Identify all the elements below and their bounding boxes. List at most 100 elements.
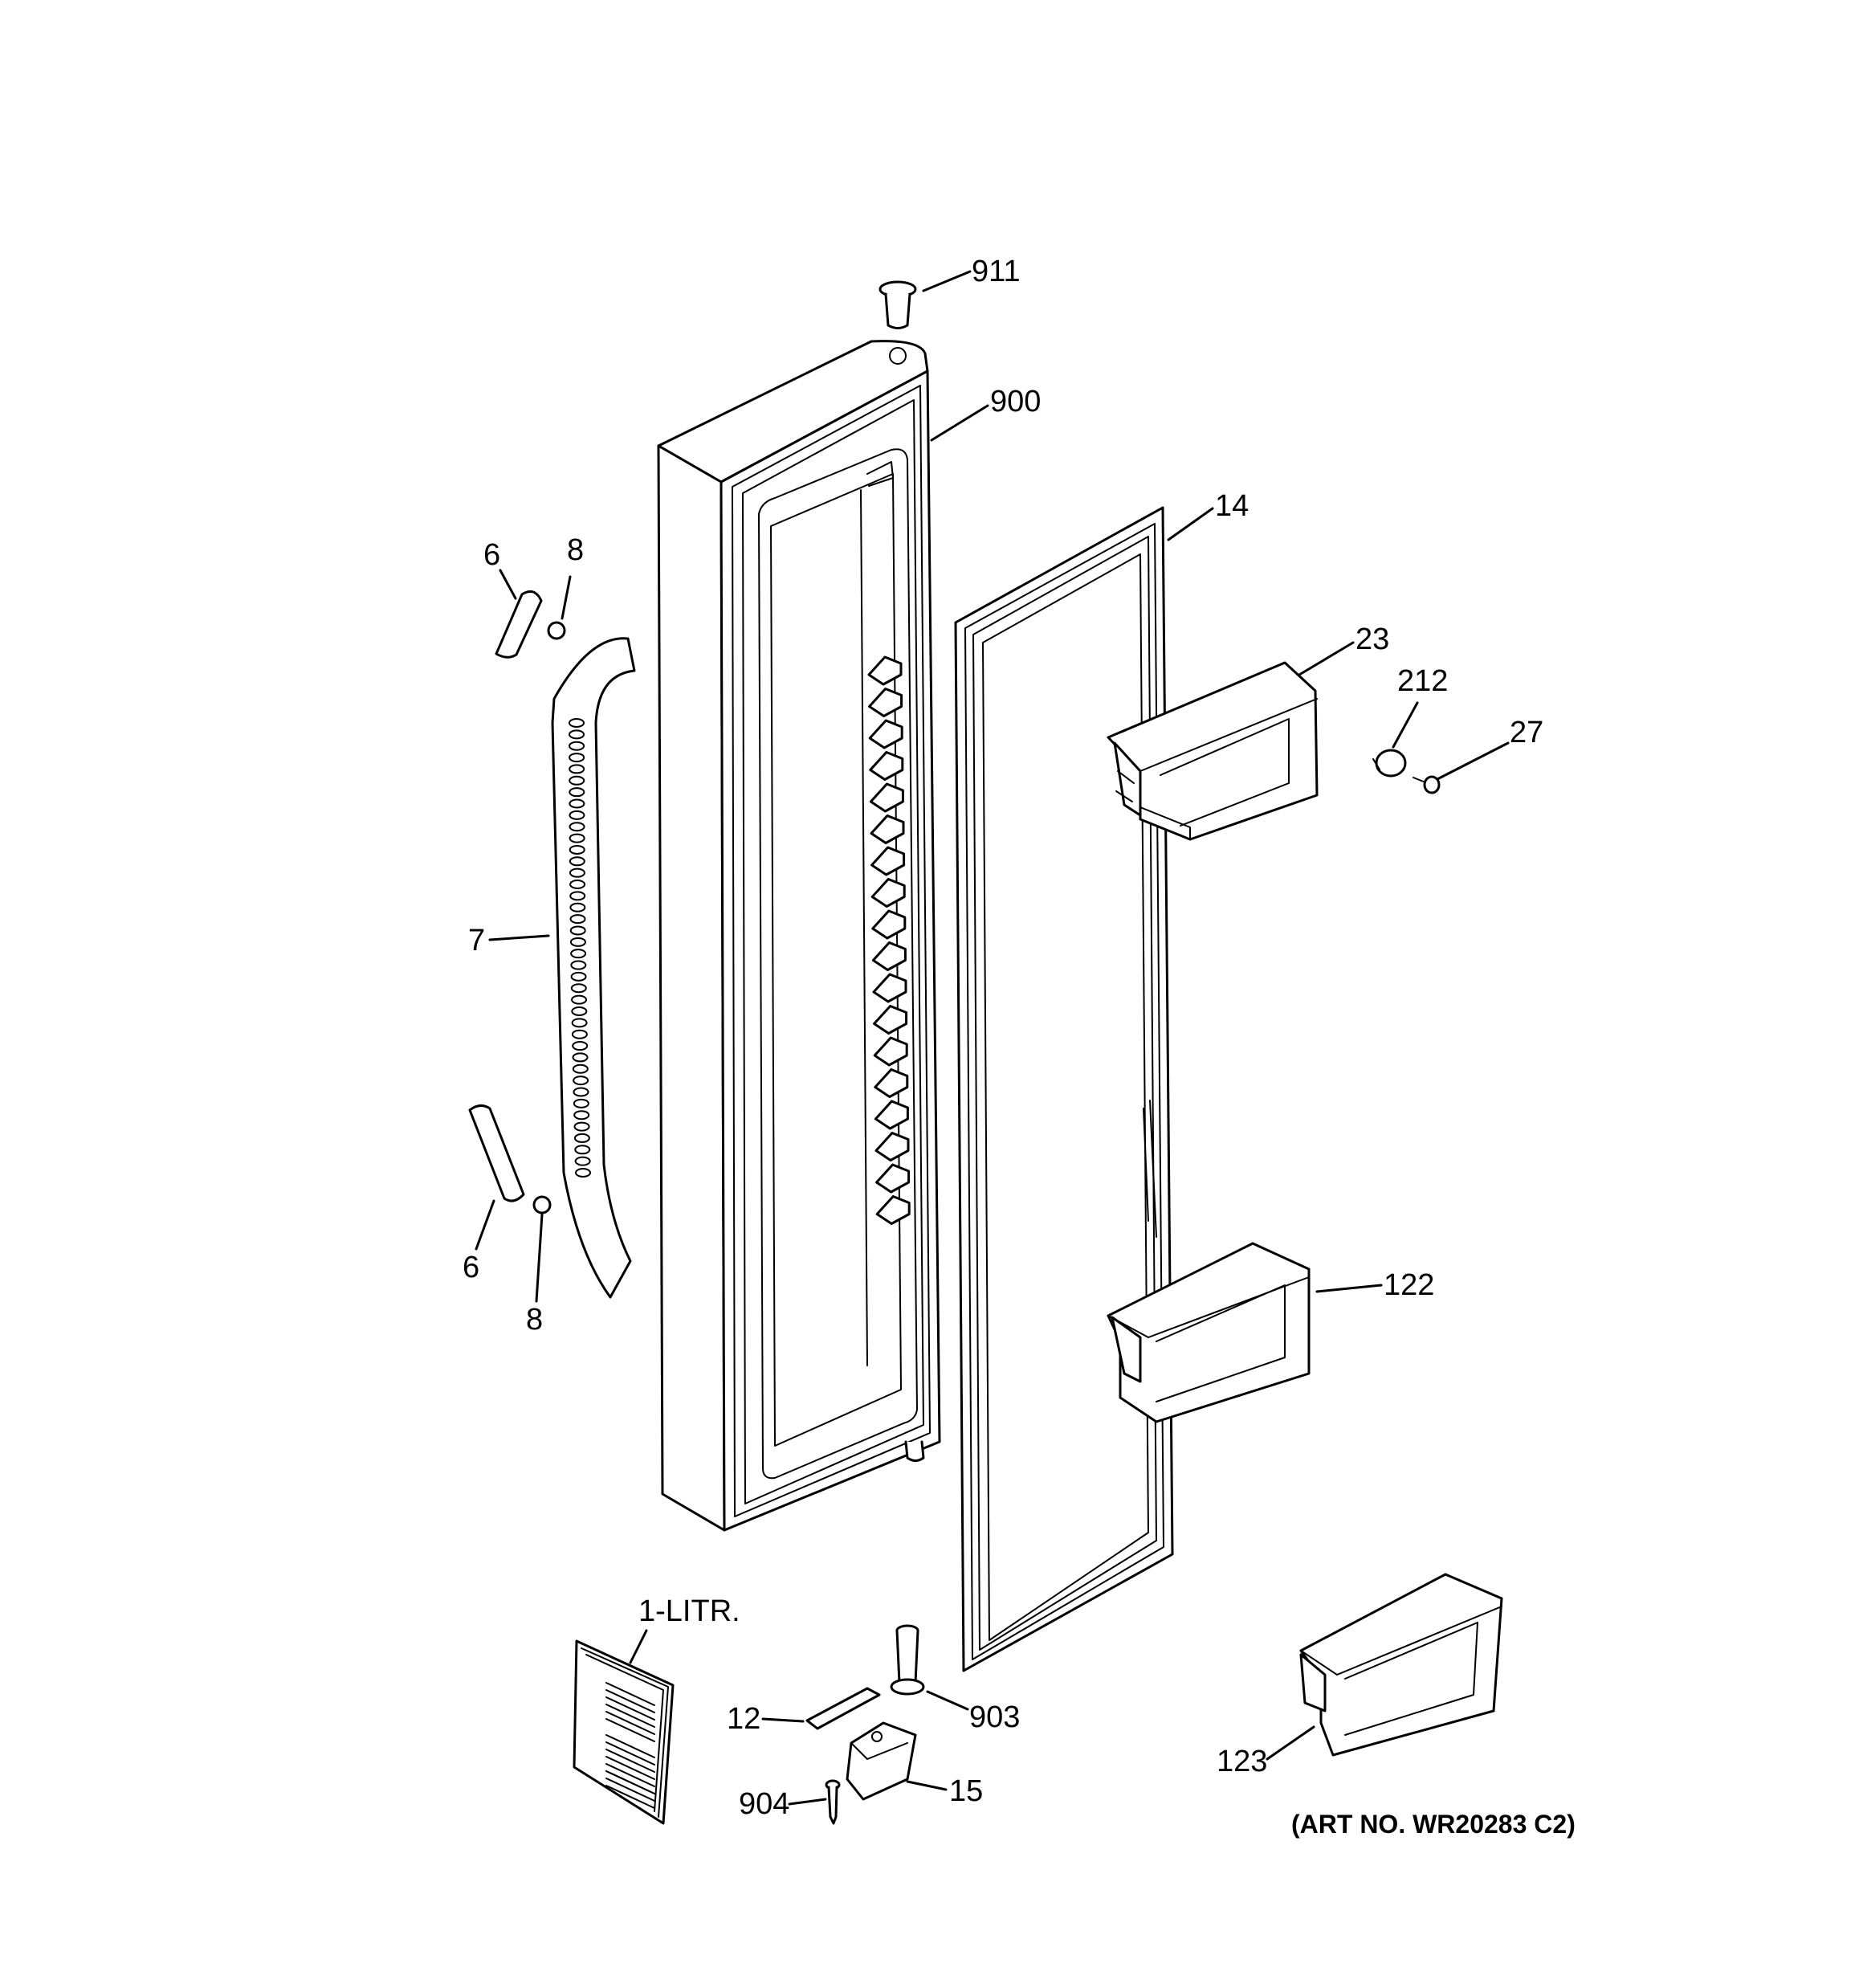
callout-911: 911 (972, 255, 1021, 288)
grip-bump (569, 833, 585, 843)
part-123-lower-bin (1299, 1573, 1503, 1757)
part-6-top-endcap (495, 590, 543, 659)
manual-text-lines (605, 1682, 655, 1809)
bin-support-hook (871, 941, 907, 971)
grip-bump (569, 867, 585, 878)
bin-support-hook (874, 1068, 909, 1098)
grip-bump (569, 891, 586, 901)
part-1-litr-manual (573, 1639, 675, 1825)
callout-23: 23 (1355, 623, 1389, 656)
text-line (605, 1711, 655, 1735)
part-12-shim (805, 1687, 881, 1730)
text-line (605, 1682, 655, 1706)
bin-support-hook (869, 782, 904, 813)
grip-bump (569, 753, 585, 763)
part-7-handle (551, 637, 636, 1299)
grip-bump (572, 1063, 589, 1074)
part-911-bushing (879, 280, 917, 329)
grip-bump (571, 1029, 588, 1039)
grip-bump (569, 844, 585, 855)
callout-1-litr: 1-LITR. (638, 1594, 740, 1628)
part-904-screw (825, 1779, 841, 1825)
bin-support-hook (870, 846, 906, 876)
grip-bump (569, 741, 585, 751)
bin-support-hook (870, 814, 905, 844)
callout-900: 900 (990, 385, 1041, 418)
grip-bump (569, 775, 585, 786)
grip-bump (569, 822, 585, 832)
grip-bump (569, 798, 585, 809)
bin-support-hook (874, 1100, 909, 1130)
callout-6-top: 6 (483, 538, 500, 572)
callout-122: 122 (1384, 1268, 1434, 1302)
part-27-screw (1413, 775, 1441, 794)
callout-27: 27 (1510, 716, 1543, 749)
part-212-cam (1372, 749, 1407, 778)
grip-bump (571, 994, 588, 1005)
bin-support-hook (875, 1163, 911, 1194)
grip-bump (572, 1041, 589, 1051)
callout-labels: 911 900 14 6 8 23 212 27 7 6 8 122 1-LIT… (463, 255, 1576, 1839)
grip-bump (569, 764, 585, 774)
text-line (605, 1763, 655, 1787)
bin-support-hook (873, 1036, 908, 1067)
door-bin-supports (867, 655, 911, 1225)
callout-904: 904 (739, 1787, 789, 1821)
grip-bump (575, 1168, 591, 1178)
part-15-hinge-bracket (846, 1721, 917, 1801)
grip-bump (569, 880, 586, 890)
text-line (605, 1734, 655, 1758)
callout-6-bottom: 6 (463, 1251, 479, 1284)
grip-bump (571, 1006, 588, 1016)
bin-support-hook (873, 1005, 908, 1035)
grip-bump (573, 1087, 589, 1097)
grip-bump (570, 971, 587, 982)
callout-12: 12 (727, 1702, 760, 1736)
grip-bump (569, 937, 586, 947)
grip-bump (573, 1110, 590, 1121)
bin-support-hook (869, 751, 904, 781)
grip-bump (569, 856, 585, 867)
bin-support-hook (868, 688, 903, 717)
grip-bump (573, 1076, 589, 1086)
text-line (605, 1689, 655, 1713)
text-line (605, 1741, 655, 1766)
grip-bump (570, 949, 587, 959)
grip-bump (573, 1121, 590, 1132)
part-122-middle-bin (1107, 1242, 1311, 1423)
grip-bump (569, 729, 585, 740)
grip-bump (573, 1133, 590, 1143)
bin-support-hook (874, 1132, 910, 1161)
grip-bump (569, 810, 585, 820)
part-8-top-nut (547, 621, 566, 640)
part-23-upper-bin (1107, 661, 1319, 841)
part-6-bottom-endcap (468, 1104, 525, 1202)
callout-15: 15 (949, 1774, 983, 1808)
leader-lines (475, 270, 1510, 1806)
grip-bump (569, 787, 585, 798)
grip-bump (570, 983, 587, 994)
bin-support-hook (871, 909, 907, 940)
text-line (605, 1778, 655, 1802)
part-14-gasket (954, 506, 1174, 1672)
callout-14: 14 (1215, 489, 1249, 523)
grip-bump (569, 718, 585, 728)
grip-bump (569, 914, 586, 925)
callout-212: 212 (1397, 664, 1448, 698)
text-line (605, 1718, 655, 1742)
grip-bump (574, 1156, 591, 1166)
grip-bump (569, 902, 586, 912)
callout-8-bottom: 8 (526, 1303, 543, 1337)
callout-903: 903 (969, 1700, 1020, 1734)
grip-bump (574, 1145, 591, 1155)
text-line (605, 1770, 655, 1794)
grip-bump (570, 960, 587, 970)
text-line (605, 1749, 655, 1773)
callout-8-top: 8 (567, 533, 584, 567)
bin-support-hook (868, 719, 903, 749)
bin-support-hook (872, 973, 907, 1003)
bin-support-hook (870, 878, 906, 908)
grip-bump (569, 925, 586, 936)
grip-bump (571, 1018, 588, 1028)
